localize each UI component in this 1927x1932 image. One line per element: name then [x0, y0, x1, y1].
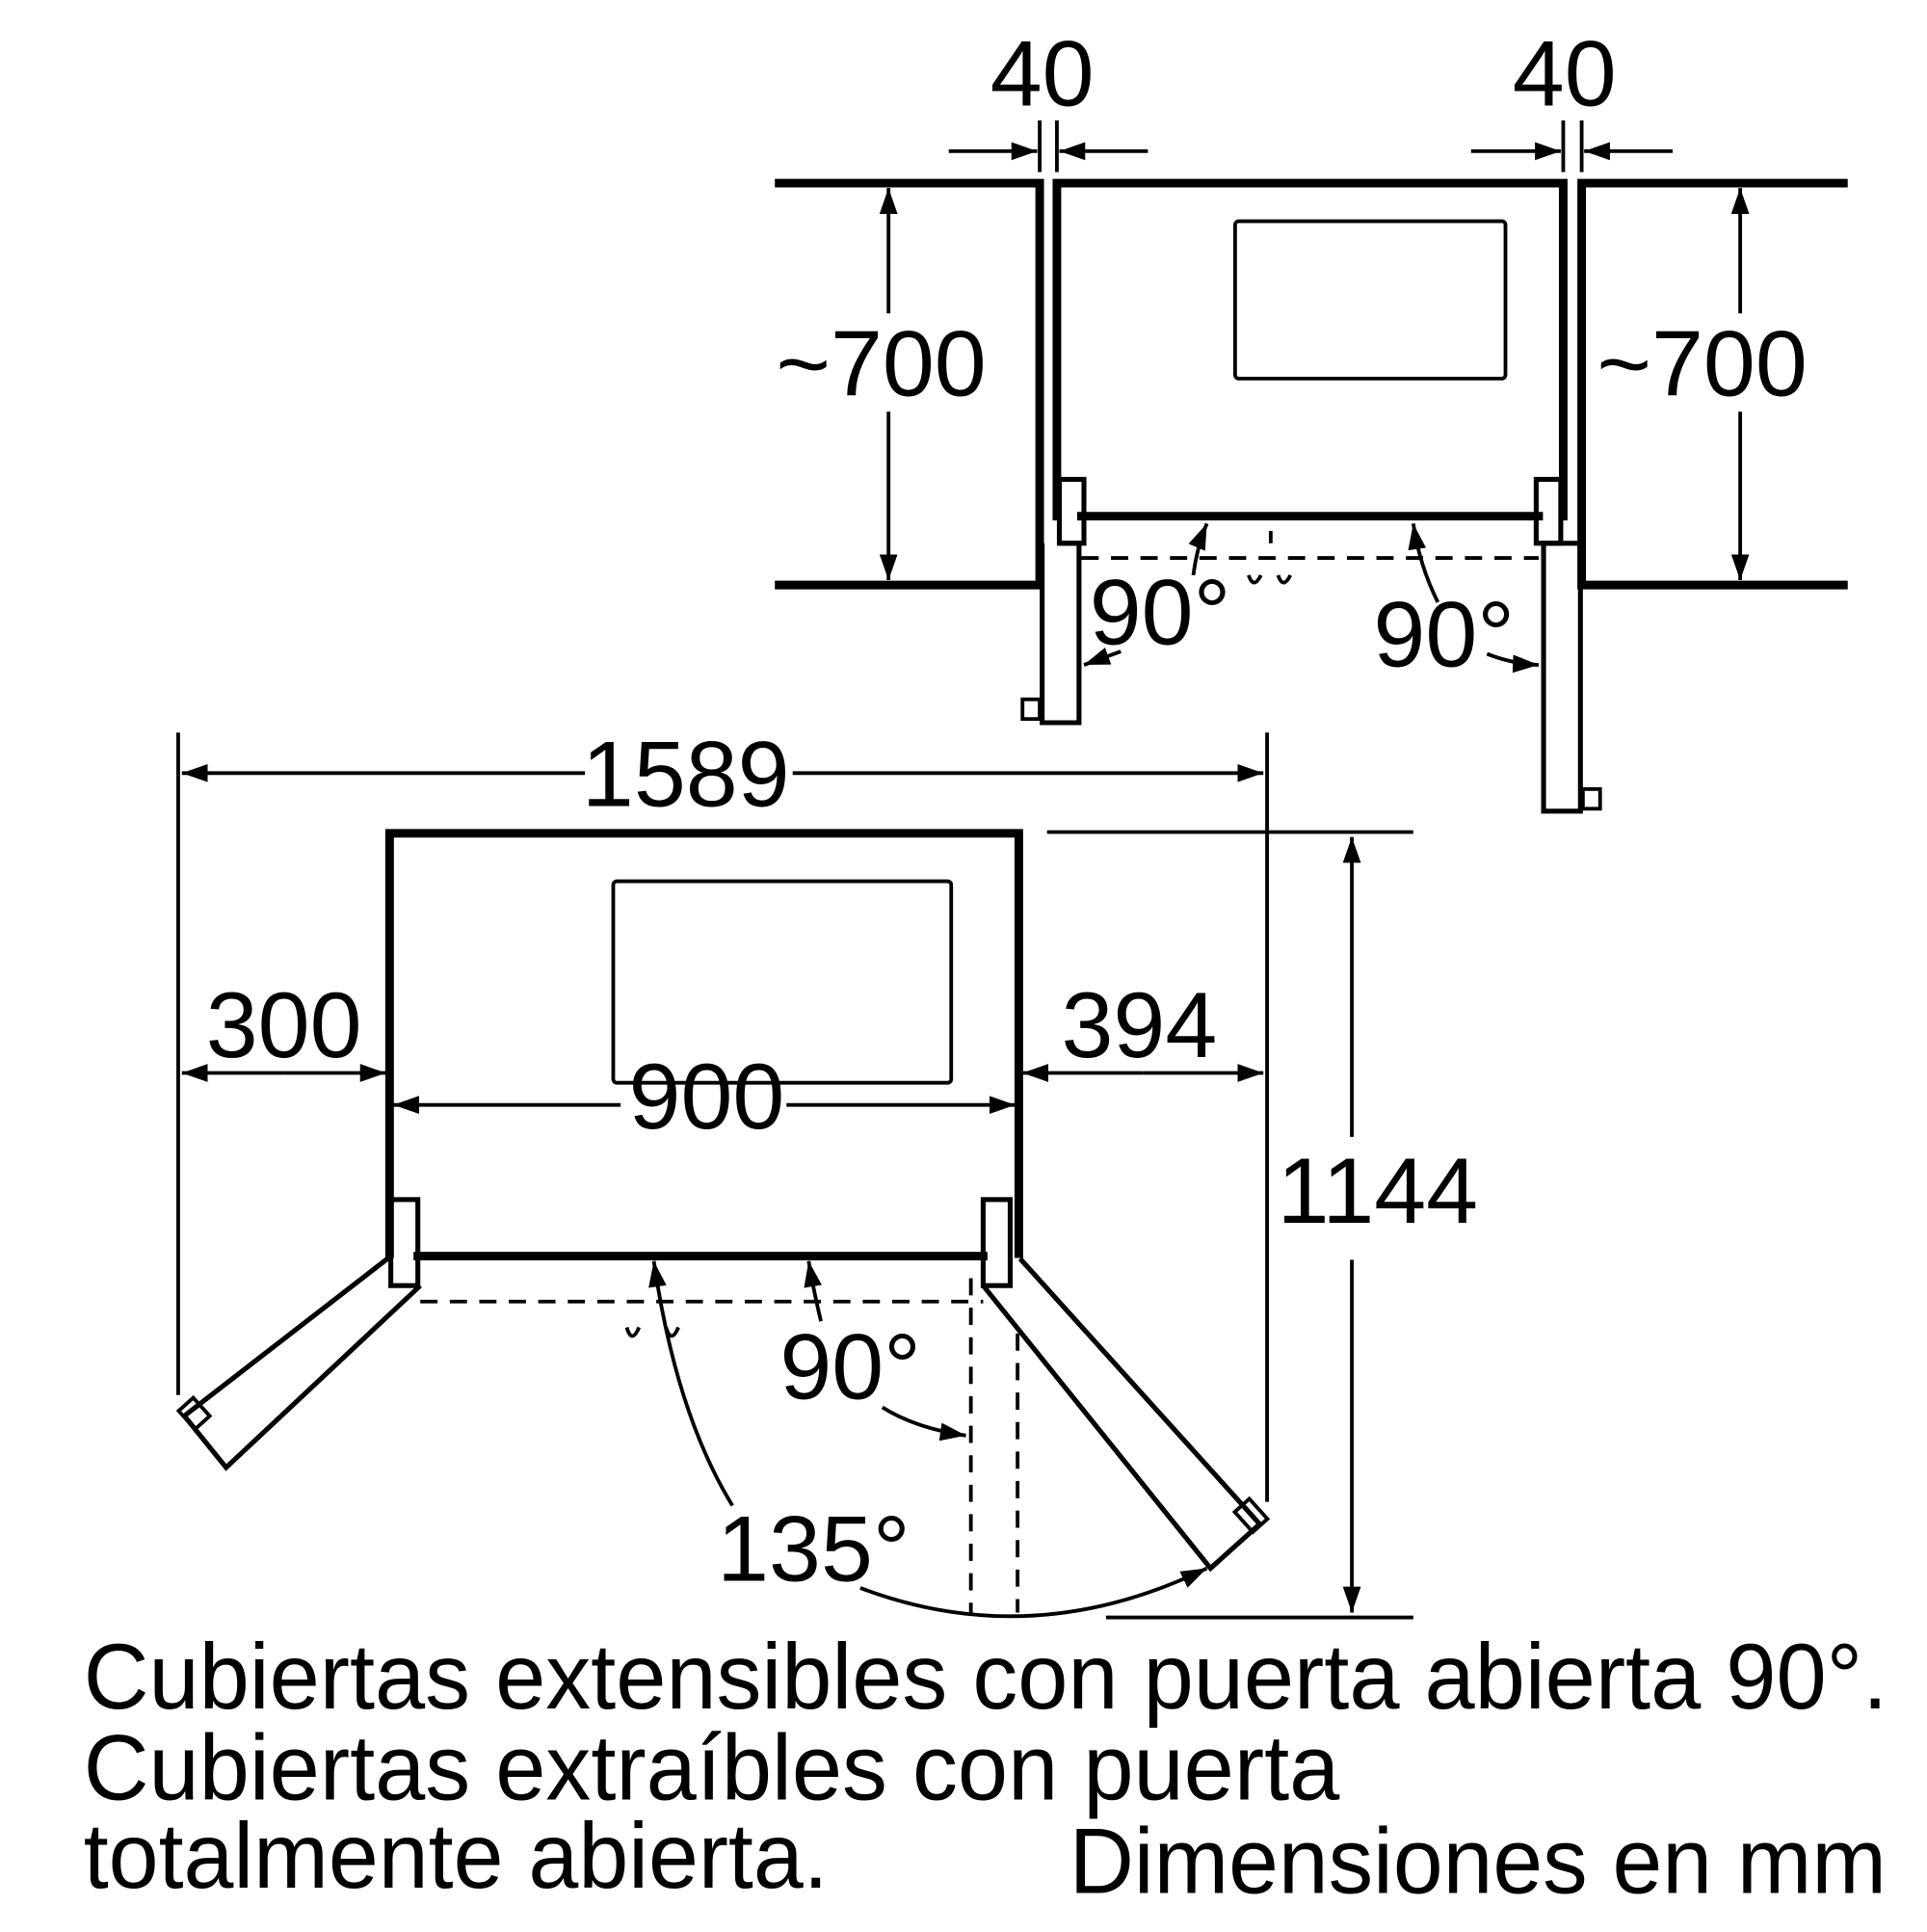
- total-width-label: 1589: [582, 722, 790, 827]
- right-hinge: [1533, 476, 1564, 546]
- door-135-arrow-door: [859, 1566, 1208, 1619]
- right-angle-arrow-door: [1486, 651, 1540, 674]
- door-135-arrow-up: [648, 1260, 734, 1507]
- appliance-display: [611, 879, 954, 1085]
- right-door-handle: [1231, 1495, 1271, 1535]
- door-90-arrow-door: [881, 1405, 966, 1442]
- appliance-body: [1052, 178, 1568, 521]
- right-cabinet-outline: [1577, 178, 1848, 590]
- right-door-handle: [1580, 786, 1602, 811]
- drawer-handle-marks: [1247, 574, 1292, 585]
- door-135-label: 135°: [717, 1495, 910, 1601]
- appliance-display: [1232, 219, 1508, 381]
- left-door-handle: [1020, 697, 1042, 722]
- left-door-open: [1040, 541, 1082, 726]
- caption-line-1: Cubiertas extensibles con puerta abierta…: [84, 1624, 1887, 1729]
- appliance-width-label: 900: [629, 1044, 785, 1149]
- right-hinge: [980, 1197, 1014, 1288]
- right-clearance-label: 394: [1062, 972, 1218, 1077]
- left-angle-arrow-door: [1083, 648, 1122, 667]
- right-door-open: [981, 1257, 1264, 1573]
- caption: Cubiertas extensibles con puerta abierta…: [84, 1624, 1887, 1913]
- gap-left-label: 40: [990, 21, 1095, 126]
- appliance-body: [384, 829, 1023, 1258]
- gap-right-label: 40: [1513, 21, 1617, 126]
- caption-line-3: totalmente abierta.: [84, 1803, 829, 1908]
- left-cabinet-outline: [775, 178, 1044, 590]
- depth-right-label: ~700: [1597, 311, 1807, 416]
- left-door-angle: 90°: [1090, 559, 1231, 664]
- bottom-view: 1589 300 900 394 1144: [175, 722, 1478, 1620]
- right-angle-arrow-up: [1408, 523, 1440, 603]
- units-note: Dimensiones en mm: [1069, 1808, 1887, 1913]
- top-view: 40 40 ~700 ~700 90° 90°: [775, 21, 1848, 814]
- door-90-label: 90°: [779, 1314, 921, 1419]
- left-door-handle: [175, 1394, 213, 1432]
- right-door-open: [1541, 541, 1583, 814]
- caption-line-2: Cubiertas extraíbles con puerta: [84, 1714, 1340, 1819]
- total-depth-label: 1144: [1278, 1138, 1478, 1243]
- right-door-angle: 90°: [1373, 581, 1515, 686]
- drawer-handle-marks: [624, 1326, 680, 1338]
- left-door-open: [180, 1254, 422, 1471]
- depth-left-label: ~700: [776, 311, 986, 416]
- left-hinge: [1056, 476, 1087, 546]
- left-hinge: [388, 1197, 421, 1288]
- door-90-arrow-up: [804, 1260, 823, 1322]
- left-clearance-label: 300: [206, 972, 362, 1077]
- left-angle-arrow-up: [1188, 522, 1209, 576]
